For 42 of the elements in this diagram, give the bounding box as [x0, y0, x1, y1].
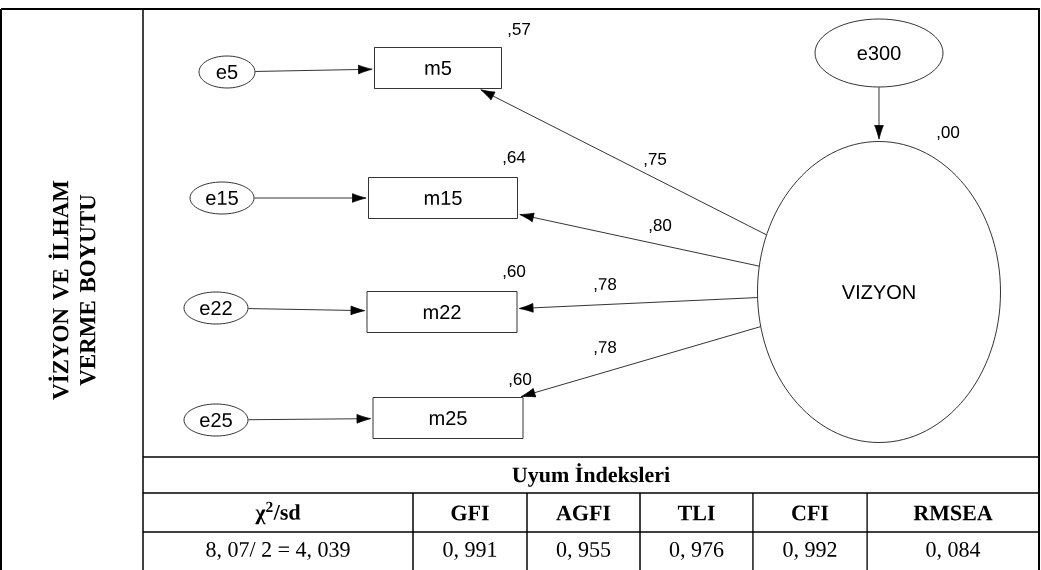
- ellipse-node: e15: [189, 181, 255, 215]
- arrow: [480, 89, 767, 236]
- table-header: CFI: [792, 505, 829, 521]
- variable-box: m22: [366, 291, 518, 333]
- variable-box: m5: [374, 47, 502, 89]
- variable-box: m25: [372, 397, 524, 439]
- ellipse-node: e300: [814, 18, 944, 88]
- edge-label: ,78: [592, 277, 618, 293]
- table-header: χ$^{2}$/sd: [255, 501, 301, 525]
- rotated-title: VİZYON VE İLHAM VERME BOYUTU: [48, 180, 96, 400]
- coefficient-label: ,00: [937, 126, 960, 141]
- table-cell: 0, 955: [556, 542, 611, 560]
- table-cell: 0, 991: [443, 542, 497, 560]
- edge-label: ,80: [647, 218, 673, 235]
- coefficient-label: ,60: [509, 373, 532, 388]
- coefficient-label: ,64: [503, 151, 526, 166]
- coefficient-label: ,60: [503, 265, 526, 280]
- arrow: [874, 87, 884, 140]
- variable-box: m15: [368, 177, 518, 219]
- edge-label: ,78: [592, 340, 618, 357]
- table-header: RMSEA: [913, 505, 993, 521]
- table-cell: 8, 07/ 2 = 4, 039: [206, 542, 350, 560]
- arrow: [518, 297, 758, 313]
- arrow: [519, 212, 760, 267]
- coefficient-label: ,57: [508, 23, 530, 37]
- ellipse-node: e5: [198, 55, 256, 89]
- arrow: [248, 414, 372, 424]
- edge-label: ,75: [642, 152, 668, 168]
- table-cell: 0, 084: [926, 542, 981, 560]
- ellipse-node: e25: [183, 403, 249, 437]
- table-cell: 0, 992: [783, 542, 837, 560]
- table-header: AGFI: [556, 505, 611, 521]
- arrow: [255, 64, 373, 75]
- table-header: GFI: [451, 505, 489, 521]
- arrow: [248, 305, 366, 316]
- ellipse-node: e22: [183, 291, 249, 325]
- arrow: [520, 326, 761, 398]
- table-header: Uyum İndeksleri: [512, 463, 670, 487]
- table-header: TLI: [677, 505, 715, 521]
- ellipse-node: VIZYON: [757, 141, 1001, 443]
- table-cell: 0, 976: [669, 542, 724, 560]
- arrow: [254, 193, 367, 203]
